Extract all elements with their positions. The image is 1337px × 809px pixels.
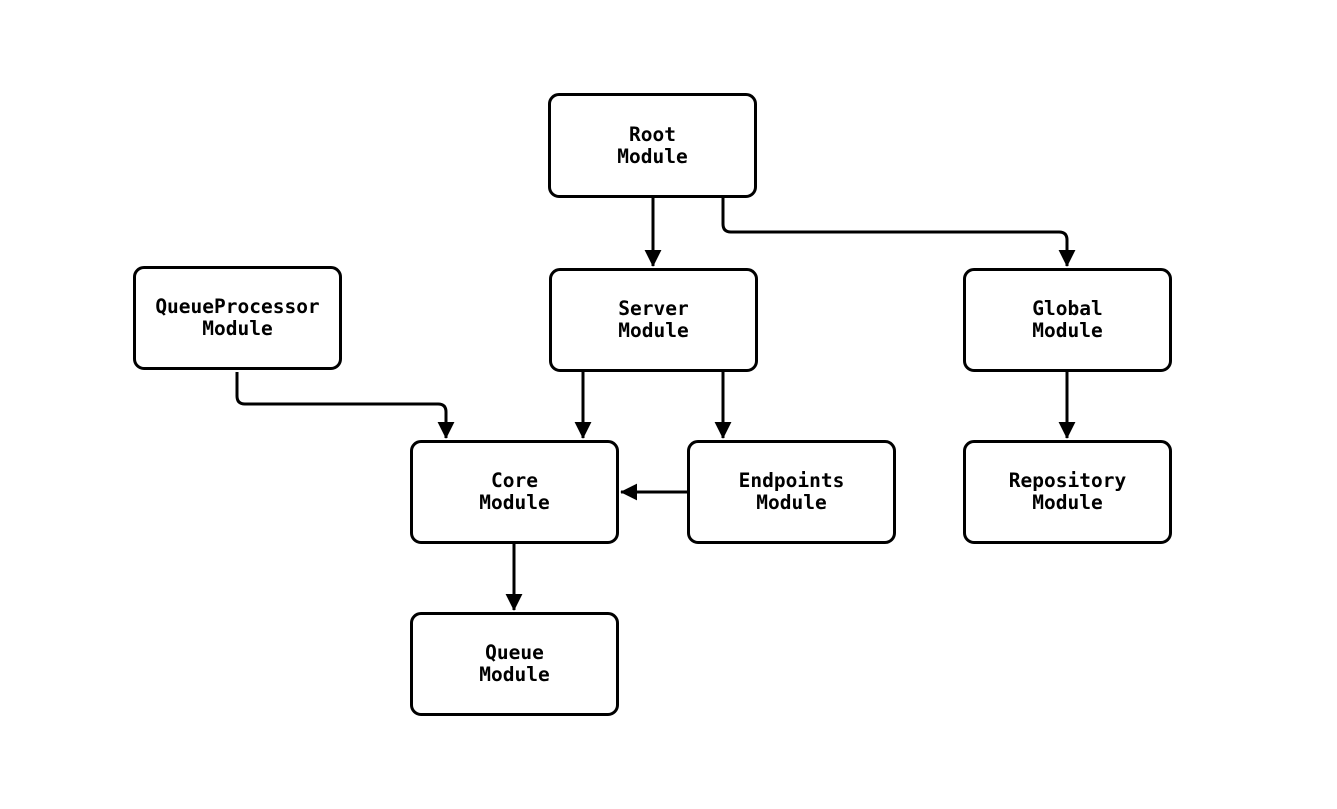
node-queueprocessor-module: QueueProcessor Module <box>133 266 342 370</box>
node-repository-module: Repository Module <box>963 440 1172 544</box>
edge-queueprocessor-to-core <box>235 372 455 439</box>
node-core-module: Core Module <box>410 440 619 544</box>
node-root-module: Root Module <box>548 93 757 198</box>
node-queue-module: Queue Module <box>410 612 619 716</box>
node-server-module: Server Module <box>549 268 758 372</box>
node-global-module: Global Module <box>963 268 1172 372</box>
node-endpoints-module: Endpoints Module <box>687 440 896 544</box>
edge-root-to-global <box>721 198 1076 267</box>
